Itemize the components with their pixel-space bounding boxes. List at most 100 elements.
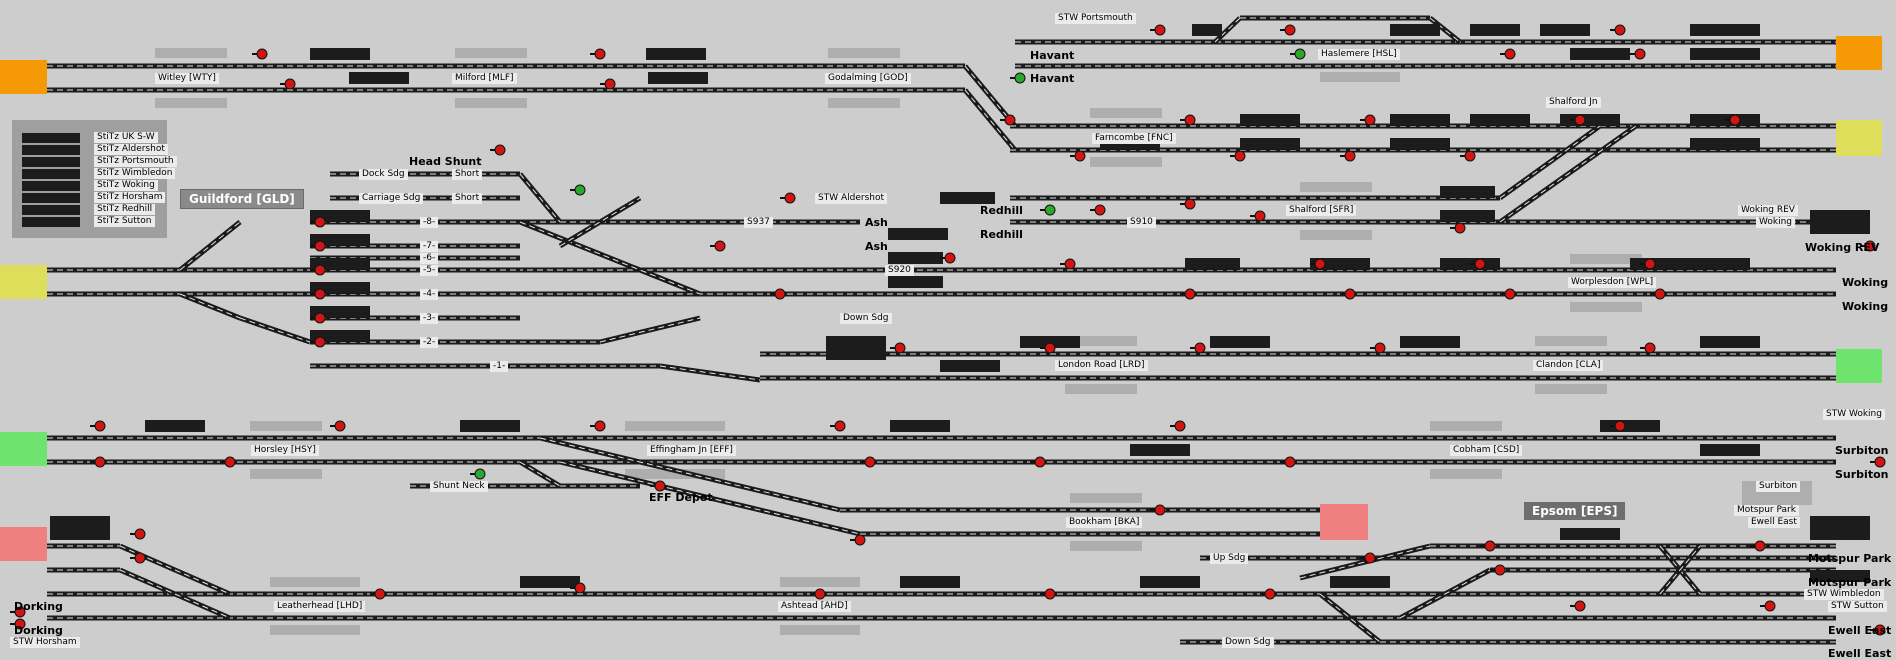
train-describer[interactable] bbox=[520, 576, 580, 588]
station-epsom[interactable]: Epsom [EPS] bbox=[1524, 502, 1626, 520]
train-describer[interactable] bbox=[1390, 24, 1440, 36]
signal-icon[interactable] bbox=[1754, 540, 1766, 552]
train-describer[interactable] bbox=[888, 252, 943, 264]
signal-icon[interactable] bbox=[1364, 552, 1376, 564]
signal-icon[interactable] bbox=[834, 420, 846, 432]
signal-icon[interactable] bbox=[1174, 420, 1186, 432]
train-describer[interactable] bbox=[1390, 114, 1450, 126]
signal-icon[interactable] bbox=[314, 312, 326, 324]
signal-icon[interactable] bbox=[1614, 420, 1626, 432]
dest-ash-2[interactable]: Ash bbox=[865, 240, 888, 253]
signal-icon[interactable] bbox=[1294, 48, 1306, 60]
signal-icon[interactable] bbox=[314, 264, 326, 276]
signal-icon[interactable] bbox=[774, 288, 786, 300]
signal-icon[interactable] bbox=[894, 342, 906, 354]
label-stw-woking[interactable]: STW Woking bbox=[1823, 409, 1885, 420]
signal-icon[interactable] bbox=[1494, 564, 1506, 576]
signal-icon[interactable] bbox=[814, 588, 826, 600]
signal-icon[interactable] bbox=[1874, 456, 1886, 468]
train-describer[interactable] bbox=[1440, 186, 1495, 198]
station-guildford[interactable]: Guildford [GLD] bbox=[180, 189, 304, 209]
signal-icon[interactable] bbox=[1014, 72, 1026, 84]
label-stw-aldershot[interactable]: STW Aldershot bbox=[815, 193, 888, 204]
signal-icon[interactable] bbox=[854, 534, 866, 546]
signal-icon[interactable] bbox=[594, 48, 606, 60]
train-describer[interactable] bbox=[940, 192, 995, 204]
train-describer[interactable] bbox=[1400, 336, 1460, 348]
signal-icon[interactable] bbox=[314, 240, 326, 252]
train-describer[interactable] bbox=[1440, 210, 1495, 222]
train-describer[interactable] bbox=[1210, 336, 1270, 348]
signal-icon[interactable] bbox=[1034, 456, 1046, 468]
signal-icon[interactable] bbox=[134, 552, 146, 564]
train-describer[interactable] bbox=[310, 330, 370, 342]
signal-icon[interactable] bbox=[1004, 114, 1016, 126]
signal-icon[interactable] bbox=[1654, 288, 1666, 300]
signal-icon[interactable] bbox=[1764, 600, 1776, 612]
signal-icon[interactable] bbox=[494, 144, 506, 156]
signal-icon[interactable] bbox=[334, 420, 346, 432]
signal-icon[interactable] bbox=[784, 192, 796, 204]
train-describer[interactable] bbox=[890, 420, 950, 432]
signal-icon[interactable] bbox=[474, 468, 486, 480]
train-describer[interactable] bbox=[460, 420, 520, 432]
train-describer[interactable] bbox=[1810, 222, 1870, 234]
signal-icon[interactable] bbox=[94, 456, 106, 468]
signal-icon[interactable] bbox=[1344, 288, 1356, 300]
signal-icon[interactable] bbox=[314, 216, 326, 228]
signal-icon[interactable] bbox=[574, 582, 586, 594]
label-stw-portsmouth[interactable]: STW Portsmouth bbox=[1055, 13, 1136, 24]
train-describer[interactable] bbox=[1540, 24, 1590, 36]
signal-icon[interactable] bbox=[1074, 150, 1086, 162]
signal-icon[interactable] bbox=[604, 78, 616, 90]
label-stw-horsham[interactable]: STW Horsham bbox=[10, 637, 80, 648]
signal-icon[interactable] bbox=[1184, 288, 1196, 300]
train-describer[interactable] bbox=[1690, 48, 1760, 60]
train-describer[interactable] bbox=[1690, 258, 1750, 270]
edge-exit-bookham[interactable] bbox=[1320, 504, 1368, 540]
dest-ewell-1[interactable]: Ewell East bbox=[1828, 624, 1892, 637]
train-describer[interactable] bbox=[1140, 576, 1200, 588]
signal-icon[interactable] bbox=[1154, 24, 1166, 36]
signal-icon[interactable] bbox=[714, 240, 726, 252]
train-describer[interactable] bbox=[1470, 24, 1520, 36]
train-describer[interactable] bbox=[1700, 336, 1760, 348]
signal-icon[interactable] bbox=[1344, 150, 1356, 162]
edge-entry-horsley[interactable] bbox=[0, 432, 47, 466]
train-describer[interactable] bbox=[1690, 138, 1760, 150]
signal-icon[interactable] bbox=[1094, 204, 1106, 216]
dest-motspur-1[interactable]: Motspur Park bbox=[1808, 552, 1892, 565]
signal-icon[interactable] bbox=[1464, 150, 1476, 162]
signal-icon[interactable] bbox=[1644, 258, 1656, 270]
train-describer[interactable] bbox=[1810, 210, 1870, 222]
train-describer[interactable] bbox=[310, 282, 370, 294]
signal-icon[interactable] bbox=[1154, 504, 1166, 516]
signal-icon[interactable] bbox=[1504, 288, 1516, 300]
train-describer[interactable] bbox=[888, 228, 948, 240]
train-describer[interactable] bbox=[1240, 114, 1300, 126]
signal-icon[interactable] bbox=[1064, 258, 1076, 270]
dest-head-shunt[interactable]: Head Shunt bbox=[409, 155, 482, 168]
signal-icon[interactable] bbox=[1044, 588, 1056, 600]
signal-icon[interactable] bbox=[1264, 588, 1276, 600]
train-describer[interactable] bbox=[648, 72, 708, 84]
train-describer[interactable] bbox=[1600, 420, 1660, 432]
edge-entry-aldershot[interactable] bbox=[0, 265, 47, 299]
train-describer[interactable] bbox=[826, 348, 886, 360]
dest-havant-2[interactable]: Havant bbox=[1030, 72, 1075, 85]
signal-icon[interactable] bbox=[256, 48, 268, 60]
train-describer[interactable] bbox=[1240, 138, 1300, 150]
signal-icon[interactable] bbox=[1234, 150, 1246, 162]
train-describer[interactable] bbox=[349, 72, 409, 84]
edge-exit-shalford[interactable] bbox=[1836, 120, 1882, 156]
train-describer[interactable] bbox=[1390, 138, 1450, 150]
train-describer[interactable] bbox=[1130, 444, 1190, 456]
train-describer[interactable] bbox=[826, 336, 886, 348]
train-describer[interactable] bbox=[1700, 444, 1760, 456]
dest-ash-1[interactable]: Ash bbox=[865, 216, 888, 229]
signal-icon[interactable] bbox=[1614, 24, 1626, 36]
signal-icon[interactable] bbox=[314, 288, 326, 300]
signal-icon[interactable] bbox=[654, 480, 666, 492]
signal-icon[interactable] bbox=[594, 420, 606, 432]
dest-redhill-2[interactable]: Redhill bbox=[980, 228, 1023, 241]
